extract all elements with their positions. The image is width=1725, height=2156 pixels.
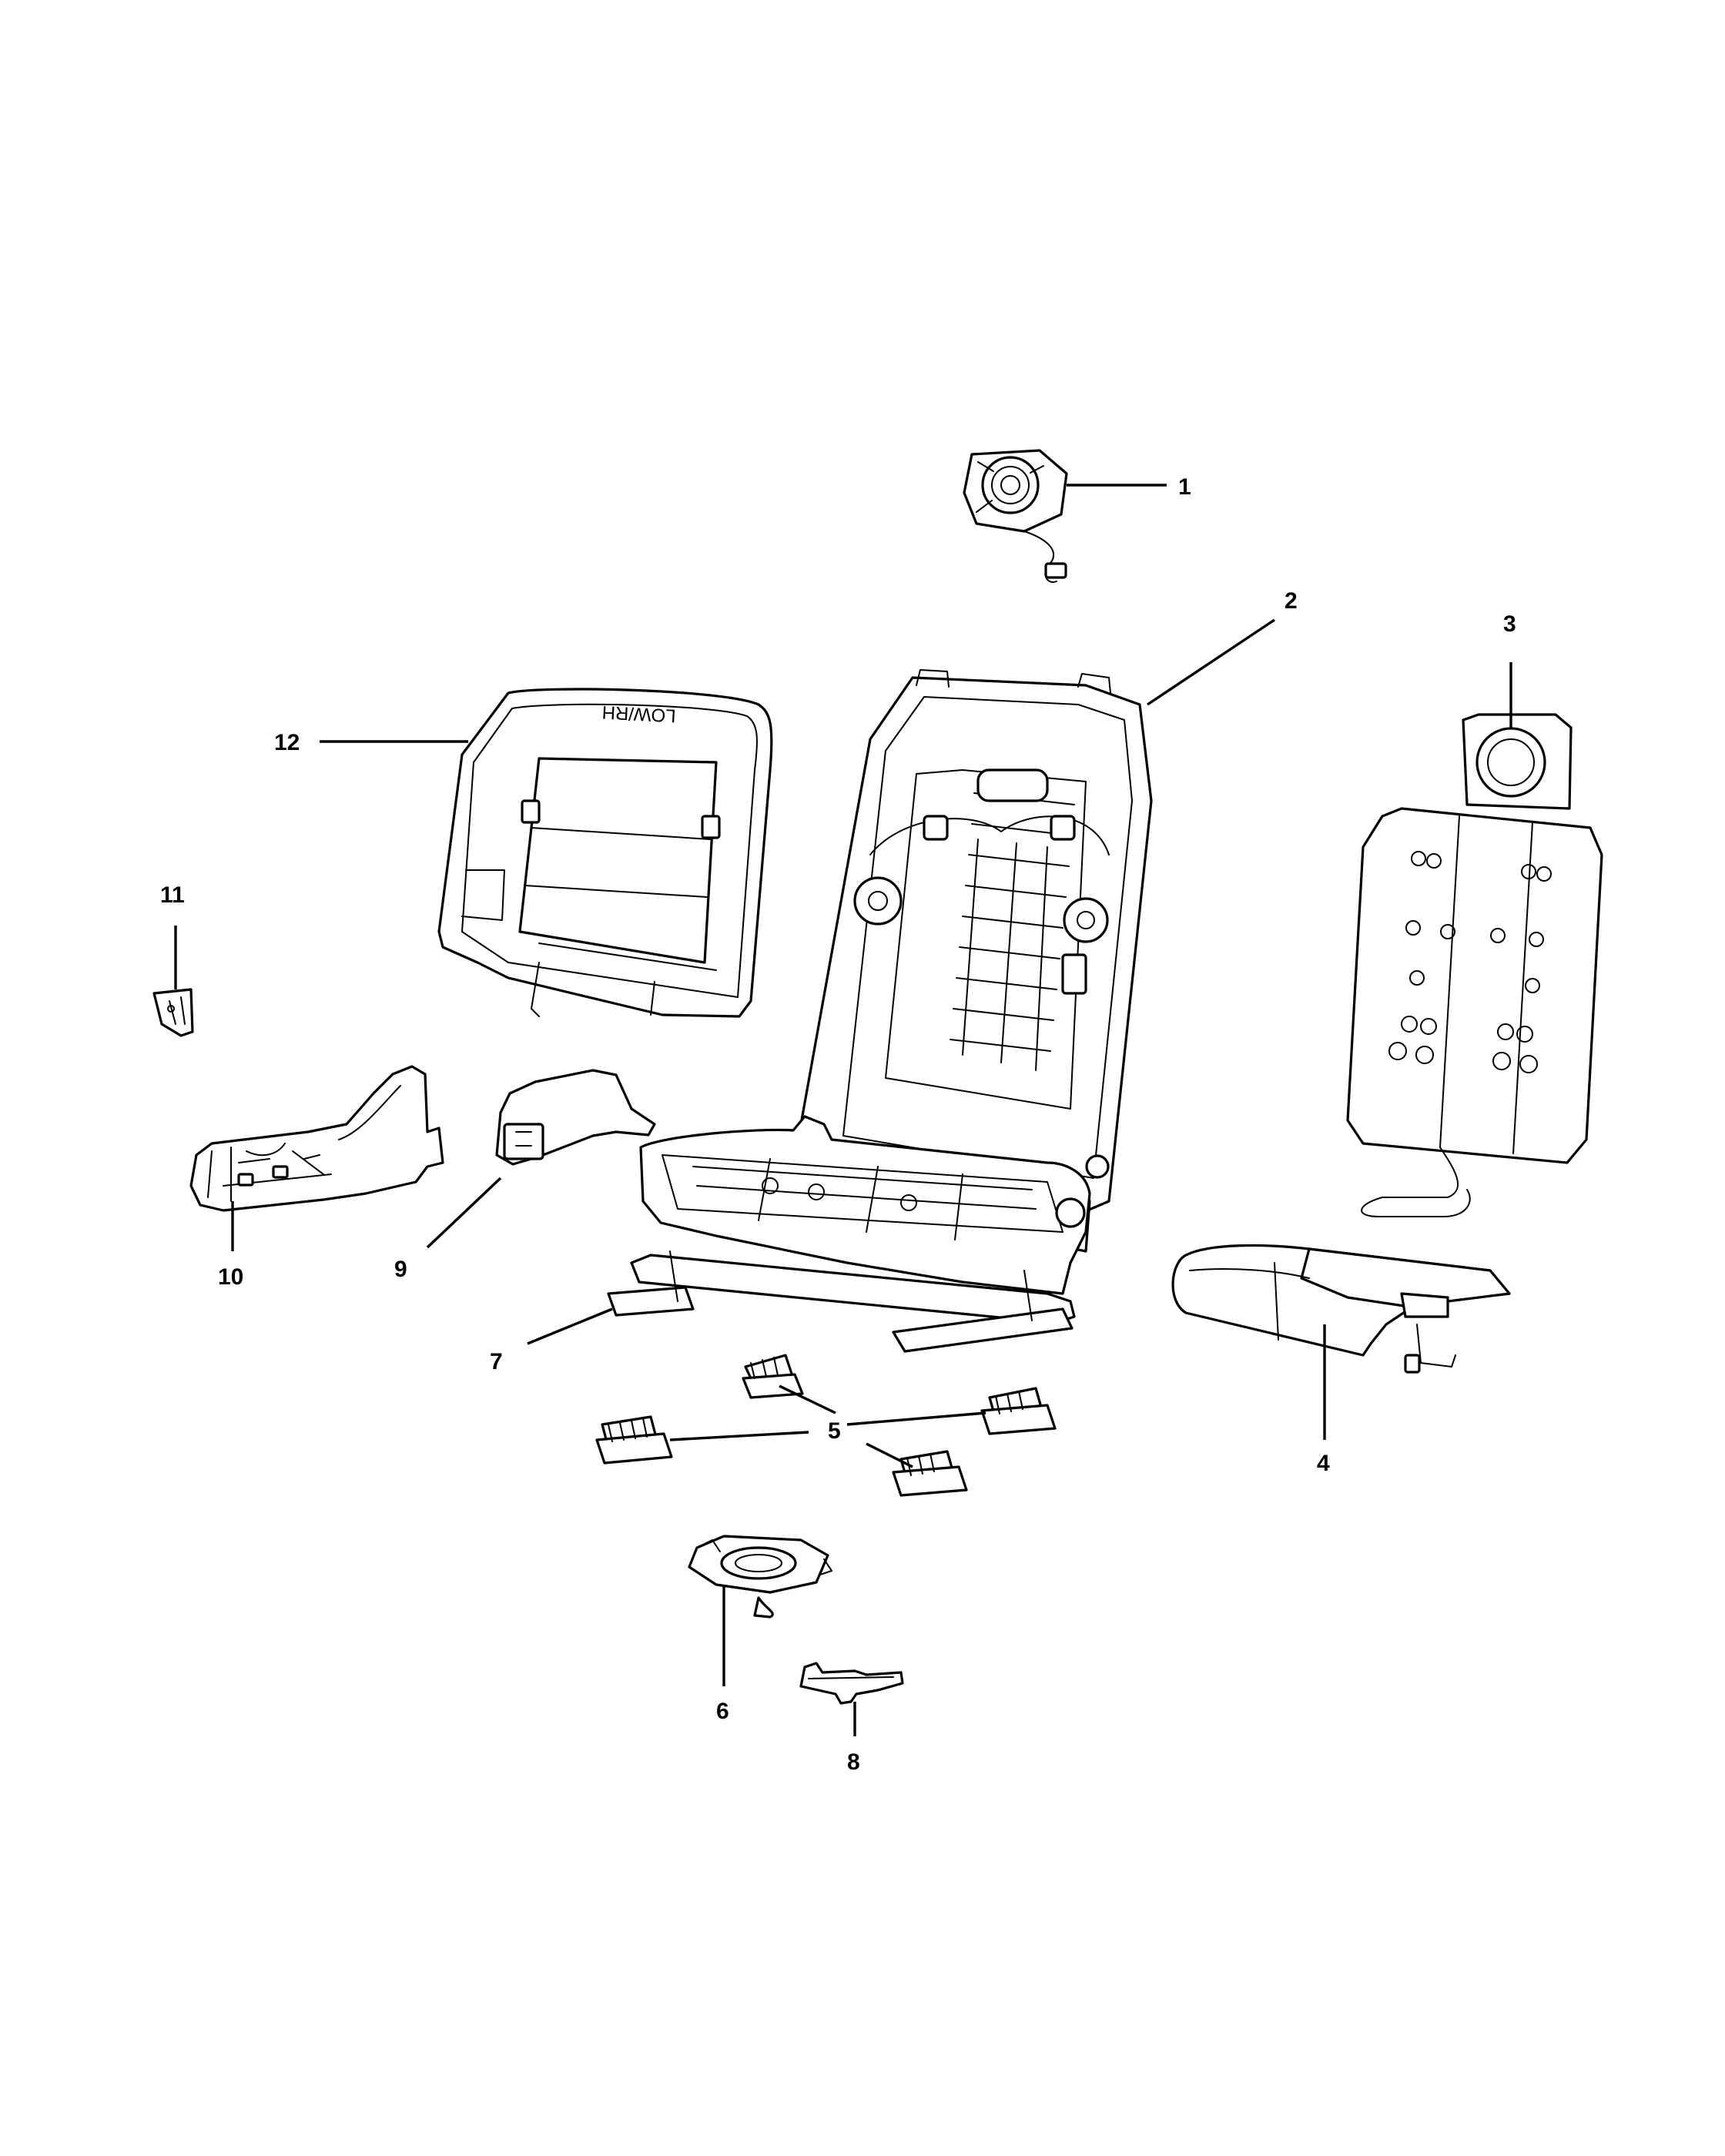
callout-labels: 1 2 3 4 5 6 7 8 9 10 11 12 [160,474,1516,1775]
leader-5b [669,1431,809,1441]
part-9-drawing [495,1069,656,1166]
callout-9: 9 [394,1257,407,1282]
part-12-drawing [437,688,773,1018]
callout-8: 8 [847,1749,860,1775]
part-1-drawing [963,449,1068,583]
part-8-drawing [799,1662,904,1705]
part-10-drawing [189,1065,444,1212]
callout-5: 5 [828,1418,841,1444]
callout-3: 3 [1503,611,1516,637]
callout-11: 11 [160,882,185,908]
part-6-drawing [688,1535,832,1619]
track-cover-c [980,1387,1057,1435]
part-3-drawing [1346,713,1603,1217]
callout-7: 7 [490,1349,503,1374]
callout-6: 6 [716,1699,729,1724]
part-7-drawing [607,1115,1091,1353]
track-cover-b [595,1415,673,1465]
callout-2: 2 [1285,588,1298,614]
leader-2 [1147,618,1275,706]
leader-5d [866,1442,913,1468]
stamp-text: LOW/RH [601,701,676,726]
leader-9 [426,1177,502,1249]
leader-7 [527,1307,613,1345]
part-11-drawing [152,988,194,1037]
part-4-drawing [1171,1244,1511,1374]
leader-5c [846,1411,986,1426]
callout-12: 12 [274,730,300,755]
track-cover-d [892,1450,968,1497]
part-5-drawing [595,1354,1057,1497]
callout-10: 10 [218,1264,243,1290]
callout-1: 1 [1178,474,1191,500]
track-cover-a [742,1354,804,1399]
leader-5a [779,1384,836,1414]
callout-4: 4 [1317,1451,1330,1476]
leader-lines [174,484,1512,1736]
